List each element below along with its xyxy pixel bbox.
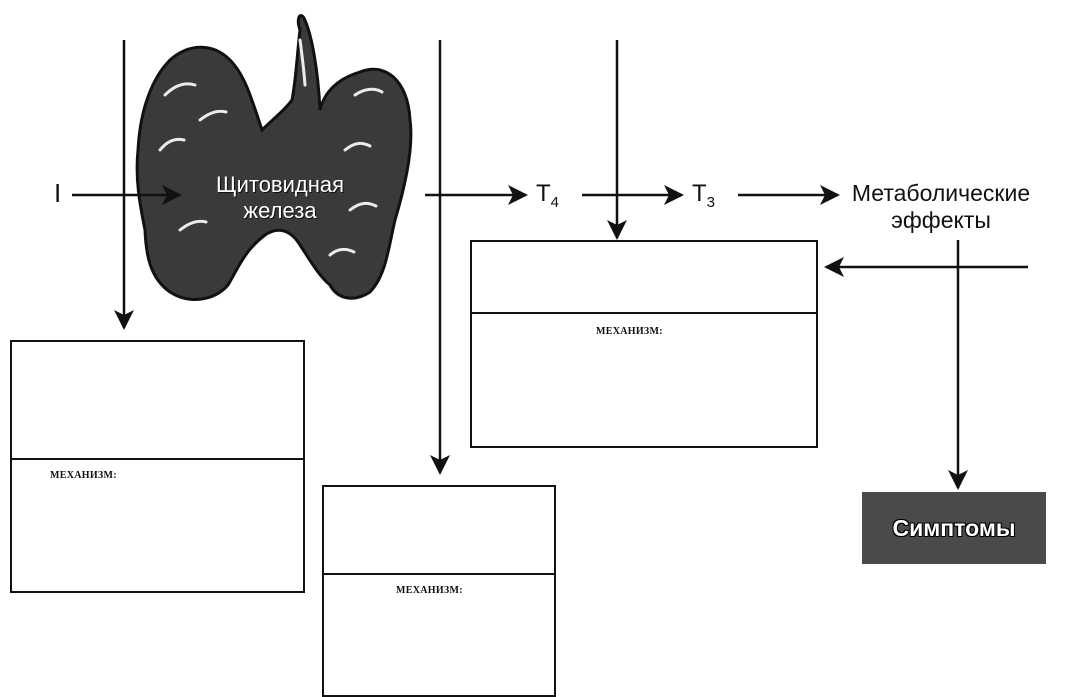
iodine-label: I: [54, 178, 62, 208]
effects-line1: Метаболические: [851, 180, 1031, 206]
gland-label: Щитовидная железа: [180, 172, 380, 224]
t4-subscript: 4: [550, 193, 560, 211]
mechanism-box-left-header: [12, 342, 303, 460]
mechanism-label-left: МЕХАНИЗМ:: [50, 470, 117, 481]
effects-label: Метаболические эффекты: [846, 180, 1036, 234]
mechanism-box-right-header: [472, 242, 816, 314]
t3-subscript: 3: [706, 193, 716, 211]
t3-letter: T: [692, 180, 707, 207]
mechanism-box-middle: МЕХАНИЗМ:: [322, 485, 556, 697]
effects-line2: эффекты: [891, 207, 991, 233]
symptoms-box: Симптомы: [862, 492, 1046, 564]
gland-label-line1: Щитовидная: [215, 172, 345, 197]
symptoms-label: Симптомы: [892, 514, 1016, 541]
mechanism-box-right: МЕХАНИЗМ:: [470, 240, 818, 448]
t4-label: T4: [536, 180, 559, 211]
t3-label: T3: [692, 180, 715, 211]
mechanism-label-middle: МЕХАНИЗМ:: [396, 585, 463, 596]
mechanism-box-middle-header: [324, 487, 554, 575]
thyroid-gland-illustration: [135, 14, 413, 301]
t4-letter: T: [536, 180, 551, 207]
mechanism-box-left: МЕХАНИЗМ:: [10, 340, 305, 593]
gland-label-line2: железа: [243, 198, 317, 223]
mechanism-label-right: МЕХАНИЗМ:: [596, 326, 663, 337]
